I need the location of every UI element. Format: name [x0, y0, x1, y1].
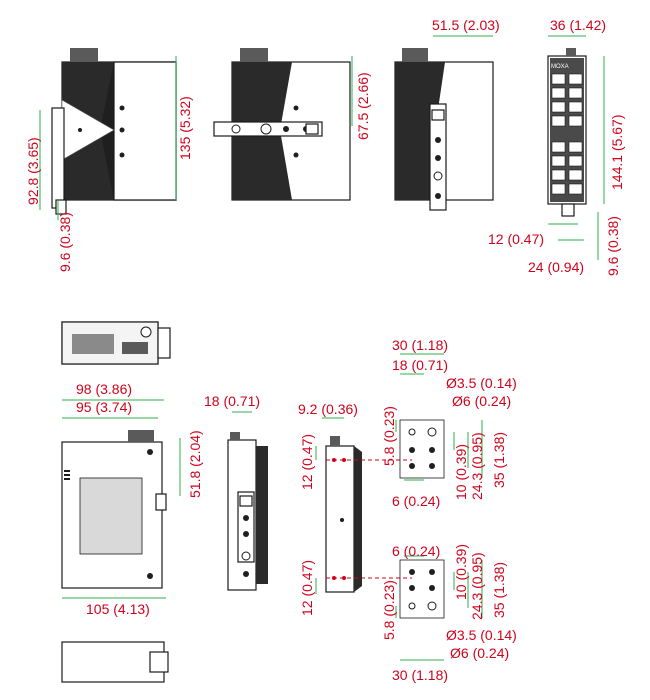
dimension-lines [39, 35, 605, 661]
dim-detail-total-top: 35 (1.38) [491, 432, 507, 488]
dim-din-bracket: 51.5 (2.03) [432, 17, 500, 33]
dim-detail-pitch-bottom: 10 (0.39) [453, 544, 469, 600]
side-view-wall-plate [227, 432, 268, 591]
dim-wall-mount: 67.5 (2.66) [355, 72, 371, 140]
dim-detail-pitch-top: 10 (0.39) [453, 444, 469, 500]
dim-depth-overall: 98 (3.86) [76, 381, 132, 397]
front-view: MOXA [547, 48, 587, 217]
side-view-din-bracket [394, 48, 494, 211]
side-view-din-rail [51, 48, 177, 215]
dim-detail-inner-top: 18 (0.71) [392, 357, 448, 373]
dim-top-offset: 51.8 (2.04) [187, 430, 203, 498]
dim-detail-width-bottom: 30 (1.18) [392, 667, 448, 683]
dim-detail-hole-large-top: Ø6 (0.24) [452, 393, 511, 409]
dim-depth-body: 95 (3.74) [76, 399, 132, 415]
dim-detail-spacing-bottom: 6 (0.24) [392, 543, 440, 559]
bottom-view [61, 641, 169, 683]
moxa-logo: MOXA [551, 64, 569, 70]
dimension-labels: 135 (5.32) 92.8 (3.65) 9.6 (0.38) 67.5 (… [25, 17, 625, 683]
side-view-large [61, 430, 167, 589]
dim-front-height: 144.1 (5.67) [609, 115, 625, 191]
dim-side-clip: 9.6 (0.38) [57, 212, 73, 272]
dim-detail-width-top: 30 (1.18) [392, 337, 448, 353]
dim-front-clip-width: 24 (0.94) [528, 259, 584, 275]
dim-plate-width: 18 (0.71) [204, 393, 260, 409]
dim-detail-span-bottom: 24.3 (0.95) [469, 552, 485, 620]
hole-pattern-bottom [399, 559, 445, 619]
dim-plate-edge: 9.2 (0.36) [298, 401, 358, 417]
dim-detail-total-bottom: 35 (1.38) [491, 562, 507, 618]
dim-depth-bottom: 105 (4.13) [86, 601, 150, 617]
dim-detail-hole-small-top: Ø3.5 (0.14) [446, 375, 517, 391]
dim-front-clip-height: 9.6 (0.38) [605, 216, 621, 276]
dim-front-clip-offset: 12 (0.47) [488, 231, 544, 247]
dim-detail-hole-large-bottom: Ø6 (0.24) [450, 645, 509, 661]
dim-hole-offset-top: 12 (0.47) [299, 434, 315, 490]
dim-hole-offset-bottom: 12 (0.47) [299, 560, 315, 616]
dim-detail-edge-top: 5.8 (0.23) [381, 406, 397, 466]
top-view [61, 321, 171, 365]
dim-side-rail: 92.8 (3.65) [25, 137, 41, 205]
dim-detail-edge-bottom: 5.8 (0.23) [381, 580, 397, 640]
side-view-wall-mount [213, 48, 351, 201]
hole-pattern-top [399, 419, 445, 479]
dim-front-width: 36 (1.42) [550, 17, 606, 33]
wall-plate-profile [325, 436, 412, 593]
dim-detail-hole-small-bottom: Ø3.5 (0.14) [446, 627, 517, 643]
dim-detail-spacing-top: 6 (0.24) [392, 493, 440, 509]
dim-side-height: 135 (5.32) [177, 96, 193, 160]
dim-detail-span-top: 24.3 (0.95) [469, 432, 485, 500]
